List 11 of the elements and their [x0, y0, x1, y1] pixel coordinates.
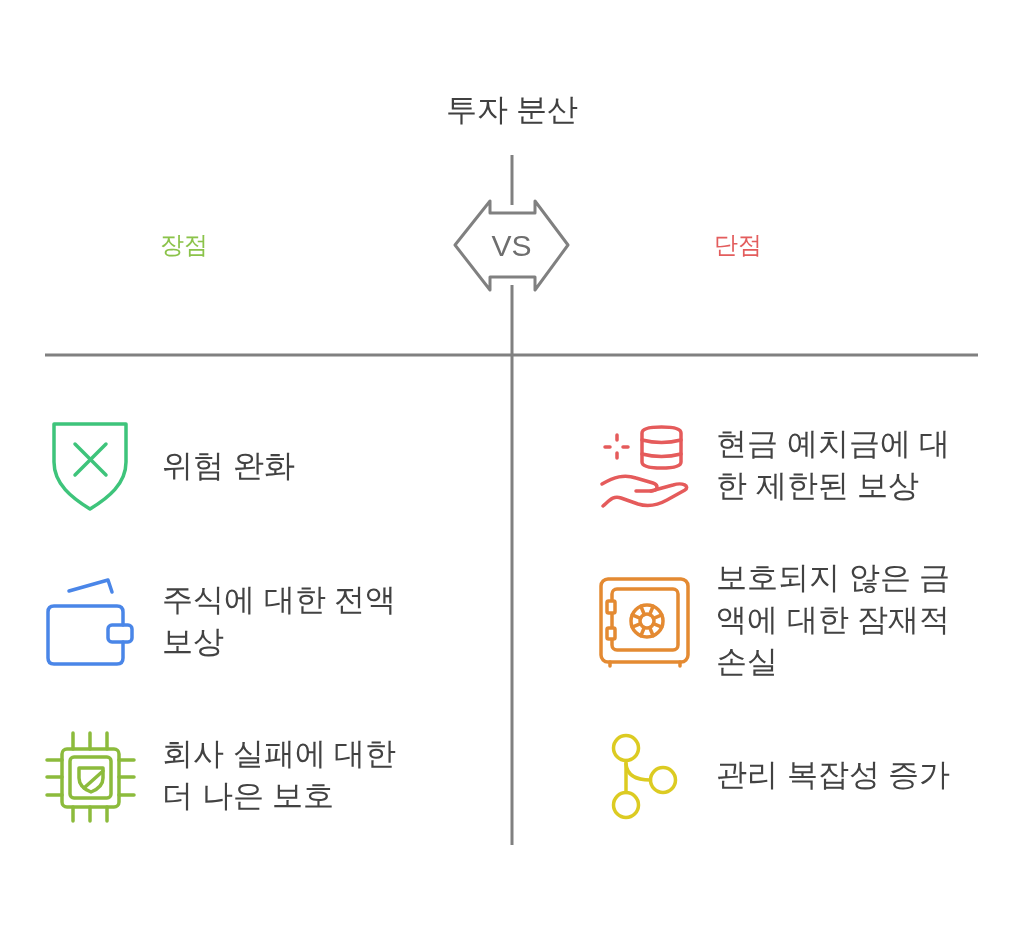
item-text: 회사 실패에 대한 더 나은 보호 [162, 735, 398, 815]
item-text: 현금 예치금에 대한 제한된 보상 [716, 425, 952, 505]
item-text: 위험 완화 [162, 447, 296, 485]
column-heading: 단점 [714, 230, 762, 260]
title: 투자 분산 [445, 91, 579, 129]
item-text: 보호되지 않은 금액에 대한 잠재적 손실 [716, 559, 952, 681]
item-text: 관리 복잡성 증가 [716, 756, 952, 794]
item-text: 주식에 대한 전액 보상 [162, 581, 398, 661]
shape-label: VS [491, 229, 532, 262]
column-heading: 장점 [160, 230, 208, 260]
double-arrow-shape [452, 198, 571, 293]
